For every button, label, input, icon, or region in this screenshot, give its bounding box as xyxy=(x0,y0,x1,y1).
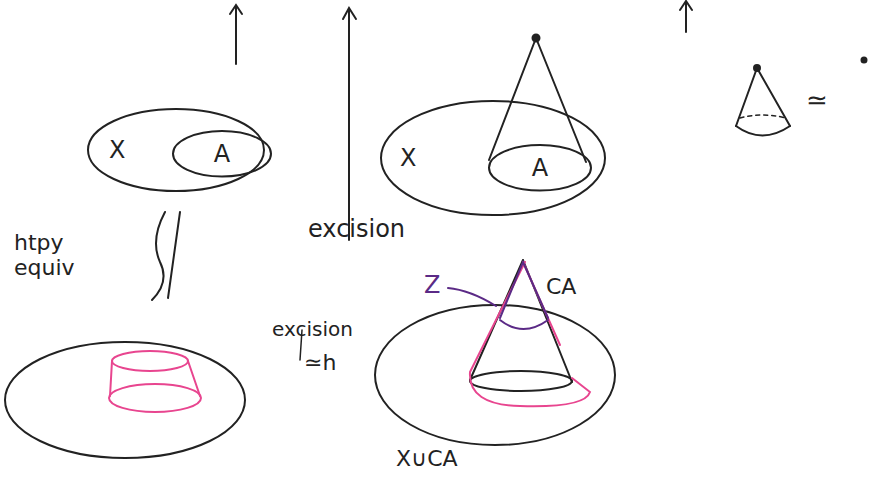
up-arrow xyxy=(343,8,356,240)
small-cone xyxy=(736,68,790,126)
pink-region xyxy=(470,262,590,406)
cone-apex xyxy=(754,65,760,71)
annotation: CA xyxy=(546,274,576,299)
set-ellipse: XA xyxy=(380,100,606,216)
small-cone-base xyxy=(736,126,790,136)
up-arrow xyxy=(680,1,692,32)
set-ellipse: XA xyxy=(87,108,265,192)
space-outline xyxy=(5,342,245,458)
set-ellipse: A xyxy=(488,144,592,192)
purple-region-z xyxy=(448,262,548,329)
small-cone-dashed xyxy=(740,115,786,118)
pink-cylinder xyxy=(109,351,201,412)
annotation: X∪CA xyxy=(396,446,458,471)
annotation: excision xyxy=(308,216,405,244)
set-ellipse: A xyxy=(172,130,272,178)
up-arrow xyxy=(230,5,242,64)
annotation: htpy equiv xyxy=(14,230,114,281)
annotation: ≃ xyxy=(806,86,828,116)
cone-base xyxy=(470,371,572,391)
set-name: A xyxy=(532,155,548,181)
equiv-slash xyxy=(168,212,180,298)
set-name: X xyxy=(400,145,416,171)
space-outline xyxy=(375,305,615,445)
annotation: Z xyxy=(424,272,440,300)
annotation: excision xyxy=(272,318,353,341)
set-name: A xyxy=(214,141,230,167)
dot xyxy=(862,58,867,63)
cone-apex xyxy=(533,35,540,42)
set-name: X xyxy=(109,137,125,163)
annotation: ≃h xyxy=(304,350,336,375)
cone-lines xyxy=(489,38,586,162)
equiv-squiggle xyxy=(152,212,165,300)
